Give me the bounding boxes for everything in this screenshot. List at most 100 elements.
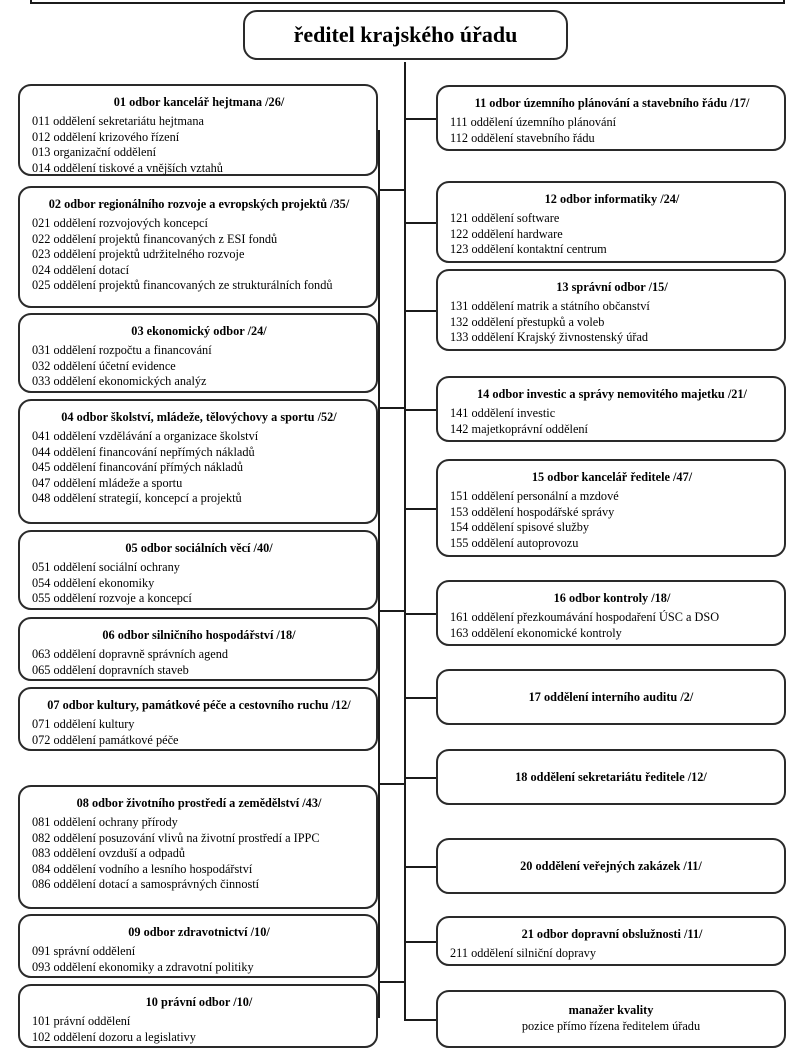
unit-item[interactable]: 084 oddělení vodního a lesního hospodářs…	[32, 861, 253, 876]
unit-item[interactable]: 101 právní oddělení	[32, 1014, 131, 1028]
unit-item[interactable]: 022 oddělení projektů financovaných z ES…	[32, 231, 278, 246]
node-dept-20[interactable]: 20 oddělení veřejných zakázek /11/	[436, 838, 786, 894]
node-dept-16[interactable]: 16 odbor kontroly /18/161 oddělení přezk…	[436, 580, 786, 646]
unit-item[interactable]: 122 oddělení hardware	[450, 226, 563, 241]
unit-item[interactable]: 011 oddělení sekretariátu hejtmana	[32, 114, 204, 128]
connector-left-dept-05	[378, 570, 380, 572]
connector-right-dept-15	[404, 508, 436, 510]
unit-item[interactable]: 211 oddělení silniční dopravy	[450, 946, 597, 960]
unit-item[interactable]: 081 oddělení ochrany přírody	[32, 815, 178, 829]
connector-right-dept-17	[404, 697, 436, 699]
unit-item[interactable]: 012 oddělení krizového řízení	[32, 129, 180, 144]
unit-item[interactable]: 093 oddělení ekonomiky a zdravotní polit…	[32, 959, 254, 974]
connector-right-dept-14	[404, 409, 436, 411]
unit-item[interactable]: 063 oddělení dopravně správních agend	[32, 647, 229, 661]
node-dept-06[interactable]: 06 odbor silničního hospodářství /18/063…	[18, 617, 378, 681]
connector-right-quality-manager	[404, 1019, 436, 1021]
unit-item[interactable]: 132 oddělení přestupků a voleb	[450, 314, 605, 329]
node-dept-17[interactable]: 17 oddělení interního auditu /2/	[436, 669, 786, 725]
node-dept-21[interactable]: 21 odbor dopravní obslužnosti /11/211 od…	[436, 916, 786, 966]
node-dept-12-title: 12 odbor informatiky /24/	[544, 192, 680, 206]
unit-item[interactable]: 142 majetkoprávní oddělení	[450, 421, 588, 436]
node-dept-12[interactable]: 12 odbor informatiky /24/121 oddělení so…	[436, 181, 786, 263]
unit-item[interactable]: 154 oddělení spisové služby	[450, 520, 590, 535]
unit-item[interactable]: 151 oddělení personální a mzdové	[450, 489, 619, 503]
node-dept-18[interactable]: 18 oddělení sekretariátu ředitele /12/	[436, 749, 786, 805]
node-dept-14[interactable]: 14 odbor investic a správy nemovitého ma…	[436, 376, 786, 442]
node-quality-manager-title: manažer kvality	[568, 1003, 654, 1017]
unit-item[interactable]: 102 oddělení dozoru a legislativy	[32, 1029, 196, 1044]
unit-item[interactable]: 161 oddělení přezkoumávání hospodaření Ú…	[450, 610, 720, 624]
unit-item[interactable]: 083 oddělení ovzduší a odpadů	[32, 846, 185, 861]
unit-item[interactable]: 033 oddělení ekonomických analýz	[32, 374, 207, 389]
unit-item[interactable]: 025 oddělení projektů financovaných ze s…	[32, 278, 333, 293]
unit-item[interactable]: 112 oddělení stavebního řádu	[450, 130, 595, 145]
connector-left-spine	[378, 783, 406, 785]
connector-left-spine	[378, 981, 406, 983]
connector-left-dept-09	[378, 946, 380, 948]
node-dept-01[interactable]: 01 odbor kancelář hejtmana /26/011 odděl…	[18, 84, 378, 176]
unit-item[interactable]: 111 oddělení územního plánování	[450, 115, 617, 129]
unit-item[interactable]: 044 oddělení financování nepřímých nákla…	[32, 444, 255, 459]
node-dept-08[interactable]: 08 odbor životního prostředí a zemědělst…	[18, 785, 378, 909]
node-dept-05[interactable]: 05 odbor sociálních věcí /40/051 oddělen…	[18, 530, 378, 610]
node-dept-03-title: 03 ekonomický odbor /24/	[131, 324, 267, 338]
unit-item[interactable]: 133 oddělení Krajský živnostenský úřad	[450, 330, 649, 345]
node-dept-15[interactable]: 15 odbor kancelář ředitele /47/151 odděl…	[436, 459, 786, 557]
connector-left-dept-04	[378, 462, 380, 464]
unit-item[interactable]: 086 oddělení dotací a samosprávných činn…	[32, 877, 260, 892]
node-dept-18-title: 18 oddělení sekretariátu ředitele /12/	[515, 770, 707, 784]
node-dept-02[interactable]: 02 odbor regionálního rozvoje a evropský…	[18, 186, 378, 308]
node-dept-04-title: 04 odbor školství, mládeže, tělovýchovy …	[61, 410, 337, 424]
node-quality-manager-subtitle: pozice přímo řízena ředitelem úřadu	[521, 1019, 701, 1033]
unit-item[interactable]: 071 oddělení kultury	[32, 717, 135, 731]
node-dept-16-title: 16 odbor kontroly /18/	[553, 591, 671, 605]
unit-item[interactable]: 091 správní oddělení	[32, 944, 136, 958]
unit-item[interactable]: 141 oddělení investic	[450, 406, 556, 420]
connector-left-spine	[378, 610, 406, 612]
unit-item[interactable]: 013 organizační oddělení	[32, 145, 157, 160]
unit-item[interactable]: 021 oddělení rozvojových koncepcí	[32, 216, 208, 230]
left-branch-spine	[378, 130, 380, 1016]
unit-item[interactable]: 072 oddělení památkové péče	[32, 732, 179, 747]
unit-item[interactable]: 045 oddělení financování přímých nákladů	[32, 460, 244, 475]
unit-item[interactable]: 032 oddělení účetní evidence	[32, 358, 176, 373]
node-dept-13[interactable]: 13 správní odbor /15/131 oddělení matrik…	[436, 269, 786, 351]
node-dept-09[interactable]: 09 odbor zdravotnictví /10/091 správní o…	[18, 914, 378, 978]
unit-item[interactable]: 153 oddělení hospodářské správy	[450, 504, 615, 519]
unit-item[interactable]: 023 oddělení projektů udržitelného rozvo…	[32, 247, 245, 262]
unit-item[interactable]: 065 oddělení dopravních staveb	[32, 662, 189, 677]
unit-item[interactable]: 031 oddělení rozpočtu a financování	[32, 343, 212, 357]
unit-item[interactable]: 048 oddělení strategií, koncepcí a proje…	[32, 491, 242, 506]
unit-item[interactable]: 051 oddělení sociální ochrany	[32, 560, 180, 574]
unit-item[interactable]: 054 oddělení ekonomiky	[32, 575, 155, 590]
node-dept-07[interactable]: 07 odbor kultury, památkové péče a cesto…	[18, 687, 378, 751]
unit-item[interactable]: 055 oddělení rozvoje a koncepcí	[32, 591, 192, 606]
node-dept-03[interactable]: 03 ekonomický odbor /24/031 oddělení roz…	[18, 313, 378, 393]
unit-item[interactable]: 014 oddělení tiskové a vnějších vztahů	[32, 160, 223, 175]
unit-item[interactable]: 024 oddělení dotací	[32, 262, 129, 277]
unit-item[interactable]: 163 oddělení ekonomické kontroly	[450, 625, 622, 640]
node-director[interactable]: ředitel krajského úřadu	[243, 10, 568, 60]
unit-item[interactable]: 121 oddělení software	[450, 211, 560, 225]
node-director-title: ředitel krajského úřadu	[293, 22, 518, 47]
node-dept-11[interactable]: 11 odbor územního plánování a stavebního…	[436, 85, 786, 151]
unit-item[interactable]: 131 oddělení matrik a státního občanství	[450, 299, 650, 313]
connector-right-dept-12	[404, 222, 436, 224]
node-dept-04[interactable]: 04 odbor školství, mládeže, tělovýchovy …	[18, 399, 378, 524]
node-dept-13-unit-list: 131 oddělení matrik a státního občanství…	[450, 299, 774, 346]
node-dept-15-title: 15 odbor kancelář ředitele /47/	[531, 470, 693, 484]
node-dept-09-title: 09 odbor zdravotnictví /10/	[128, 925, 270, 939]
unit-item[interactable]: 041 oddělení vzdělávání a organizace ško…	[32, 429, 259, 443]
node-dept-16-unit-list: 161 oddělení přezkoumávání hospodaření Ú…	[450, 610, 774, 641]
unit-item[interactable]: 047 oddělení mládeže a sportu	[32, 475, 183, 490]
unit-item[interactable]: 155 oddělení autoprovozu	[450, 535, 579, 550]
unit-item[interactable]: 123 oddělení kontaktní centrum	[450, 242, 607, 257]
unit-item[interactable]: 082 oddělení posuzování vlivů na životní…	[32, 830, 320, 845]
node-quality-manager[interactable]: manažer kvality pozice přímo řízena ředit…	[436, 990, 786, 1048]
